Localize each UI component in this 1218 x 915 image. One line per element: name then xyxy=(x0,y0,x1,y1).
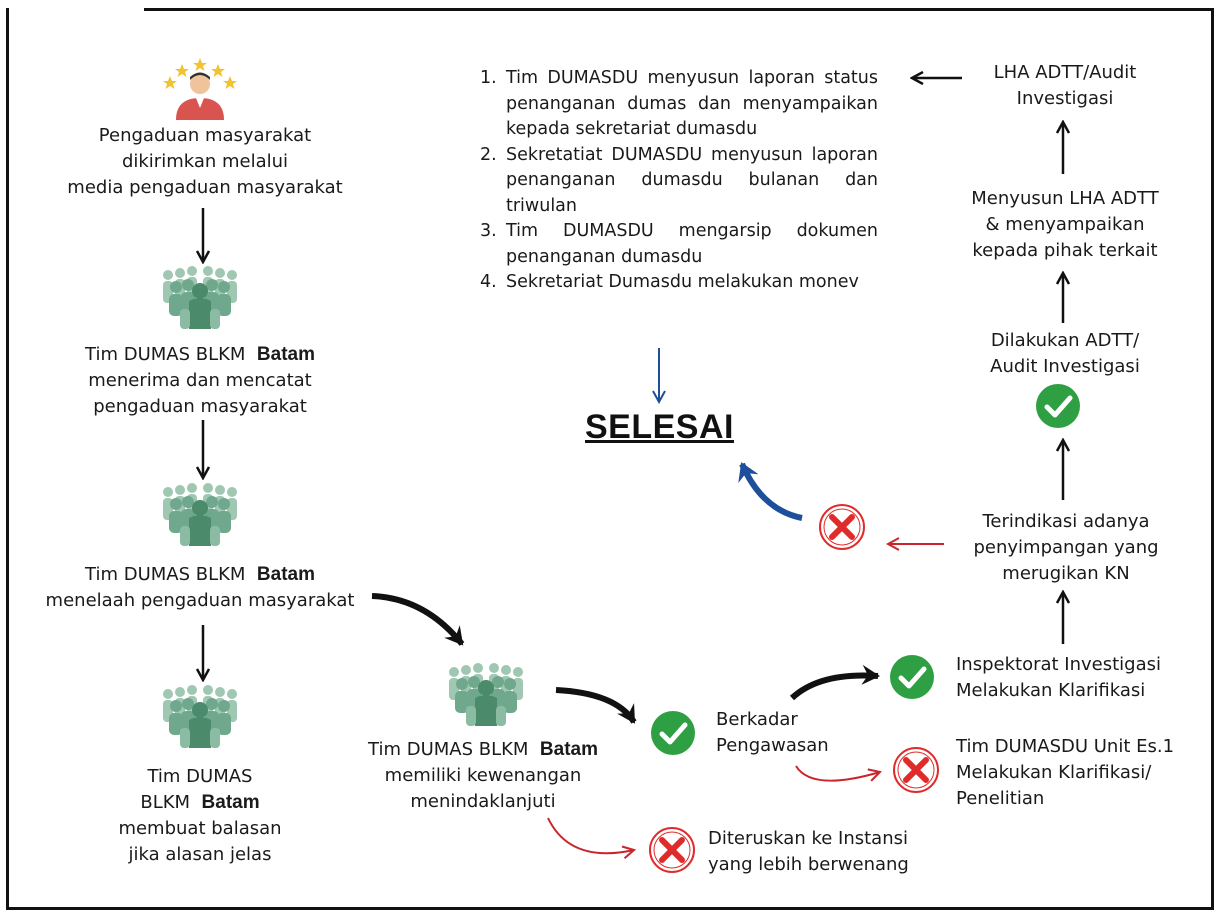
forward-node: Diteruskan ke Instansi yang lebih berwen… xyxy=(708,826,948,878)
adtt-line: Dilakukan ADTT/ xyxy=(990,330,1140,351)
complaint-line: media pengaduan masyarakat xyxy=(67,177,343,198)
arrow-authority-to-forward xyxy=(547,817,634,853)
final-steps-list: 1. Tim DUMASDU menyusun laporan status pe… xyxy=(480,66,878,296)
team-group-icon xyxy=(163,483,237,546)
compile-lha-line: kepada pihak terkait xyxy=(972,240,1158,261)
compile-lha-line: Menyusun LHA ADTT xyxy=(971,188,1159,209)
step-item: 2. Sekretatiat DUMASDU menyusun laporan p… xyxy=(480,143,878,220)
receive-line: menerima dan mencatat xyxy=(88,370,312,391)
indicated-line: Terindikasi adanya xyxy=(982,511,1150,532)
review-node: Tim DUMAS BLKM Batam menelaah pengaduan … xyxy=(20,562,380,614)
step-number: 2. xyxy=(480,144,497,165)
check-circle-icon xyxy=(890,655,934,699)
compile-lha-line: & menyampaikan xyxy=(985,214,1145,235)
diagram-frame-top xyxy=(144,8,1214,11)
compile-lha-node: Menyusun LHA ADTT & menyampaikan kepada … xyxy=(950,186,1180,264)
supervision-line: Berkadar xyxy=(716,709,798,730)
supervision-line: Pengawasan xyxy=(716,735,829,756)
team-group-icon xyxy=(163,266,237,329)
unit-es1-line: Tim DUMASDU Unit Es.1 xyxy=(956,736,1175,757)
diagram-frame xyxy=(6,8,1214,910)
step-item: 3. Tim DUMASDU mengarsip dokumen penangan… xyxy=(480,219,878,270)
city-label: Batam xyxy=(201,792,260,813)
team-group-icon xyxy=(163,685,237,748)
arrow-supervision-to-inspectorate xyxy=(789,664,880,701)
complaint-line: dikirimkan melalui xyxy=(121,151,289,172)
check-circle-icon xyxy=(1036,384,1080,428)
city-label: Batam xyxy=(539,739,598,760)
team-label: Tim DUMAS BLKM xyxy=(85,344,246,365)
receive-node: Tim DUMAS BLKM Batam menerima dan mencat… xyxy=(30,342,370,420)
reply-node: Tim DUMAS BLKM Batam membuat balasan jik… xyxy=(90,764,310,868)
adtt-line: Audit Investigasi xyxy=(990,356,1140,377)
arrow-cross-to-finish xyxy=(738,462,803,521)
city-label: Batam xyxy=(256,344,315,365)
step-text: Sekretariat Dumasdu melakukan monev xyxy=(506,272,859,292)
inspectorate-line: Inspektorat Investigasi xyxy=(956,654,1162,675)
unit-es1-node: Tim DUMASDU Unit Es.1 Melakukan Klarifik… xyxy=(956,734,1186,812)
team-label: Tim DUMAS BLKM xyxy=(368,739,529,760)
supervision-node: Berkadar Pengawasan xyxy=(716,707,846,759)
step-text: Sekretatiat DUMASDU menyusun laporan pen… xyxy=(506,144,878,216)
step-item: 1. Tim DUMASDU menyusun laporan status pe… xyxy=(480,66,878,143)
check-circle-icon xyxy=(651,711,695,755)
indicated-line: penyimpangan yang xyxy=(973,537,1159,558)
step-text: Tim DUMASDU mengarsip dokumen penanganan… xyxy=(506,221,878,267)
unit-es1-line: Melakukan Klarifikasi/ xyxy=(956,762,1152,783)
team-label: Tim DUMAS BLKM xyxy=(85,564,246,585)
indicated-node: Terindikasi adanya penyimpangan yang mer… xyxy=(946,509,1186,587)
arrow-authority-to-supervision xyxy=(555,687,637,724)
step-item: 4. Sekretariat Dumasdu melakukan monev xyxy=(480,270,878,296)
forward-line: yang lebih berwenang xyxy=(708,854,909,875)
city-label: Batam xyxy=(256,564,315,585)
reply-line: Tim DUMAS xyxy=(147,766,253,787)
reply-line: jika alasan jelas xyxy=(128,844,272,865)
step-number: 1. xyxy=(480,68,497,88)
step-number: 3. xyxy=(480,221,497,241)
step-number: 4. xyxy=(480,272,497,292)
authority-node: Tim DUMAS BLKM Batam memiliki kewenangan… xyxy=(318,737,648,815)
complaint-node: Pengaduan masyarakat dikirimkan melalui … xyxy=(50,123,360,201)
review-line: menelaah pengaduan masyarakat xyxy=(45,590,355,611)
authority-line: memiliki kewenangan xyxy=(384,765,582,786)
lha-line: Investigasi xyxy=(1016,88,1114,109)
adtt-node: Dilakukan ADTT/ Audit Investigasi xyxy=(955,328,1175,380)
cross-circle-icon xyxy=(894,748,938,792)
team-label: BLKM xyxy=(140,792,191,813)
receive-line: pengaduan masyarakat xyxy=(93,396,307,417)
arrow-review-to-authority xyxy=(371,593,465,646)
reply-line: membuat balasan xyxy=(118,818,282,839)
authority-line: menindaklanjuti xyxy=(410,791,556,812)
arrow-supervision-to-unit xyxy=(795,765,880,782)
inspectorate-line: Melakukan Klarifikasi xyxy=(956,680,1146,701)
complaint-line: Pengaduan masyarakat xyxy=(98,125,312,146)
unit-es1-line: Penelitian xyxy=(956,788,1045,809)
cross-circle-icon xyxy=(820,505,864,549)
person-with-stars-icon xyxy=(163,58,237,120)
inspectorate-node: Inspektorat Investigasi Melakukan Klarif… xyxy=(956,652,1186,704)
lha-line: LHA ADTT/Audit xyxy=(993,62,1137,83)
forward-line: Diteruskan ke Instansi xyxy=(708,828,908,849)
lha-node: LHA ADTT/Audit Investigasi xyxy=(960,60,1170,112)
finish-label: SELESAI xyxy=(585,408,734,446)
indicated-line: merugikan KN xyxy=(1002,563,1130,584)
team-group-icon xyxy=(449,663,523,726)
step-text: Tim DUMASDU menyusun laporan status pena… xyxy=(506,68,878,139)
cross-circle-icon xyxy=(650,828,694,872)
